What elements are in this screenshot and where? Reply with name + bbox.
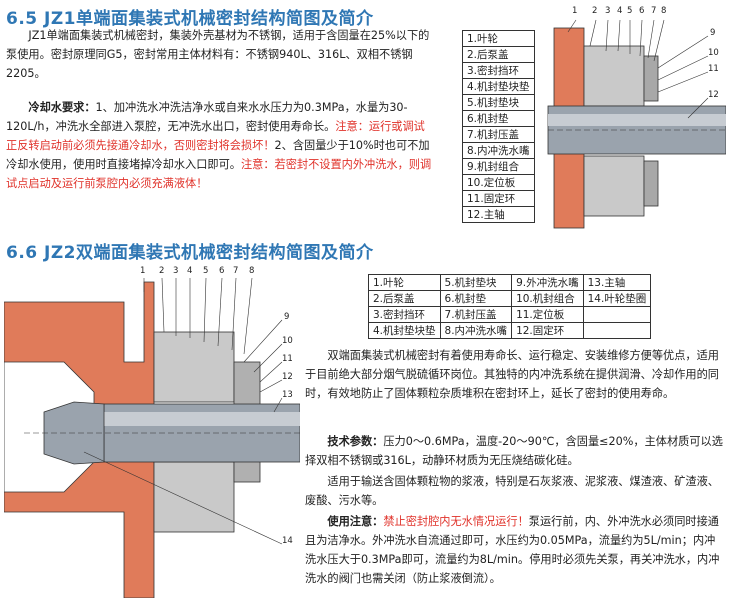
jz2-callout-14: 14: [282, 536, 293, 546]
cooling-warning-1: 注意：运行或调试正反转启动前必须先接通冷却水，否则密封将会损坏！: [6, 120, 425, 152]
jz1-callout-8: 8: [661, 6, 667, 16]
jz1-callout-4: 4: [617, 6, 623, 16]
jz2-callout-3: 3: [173, 266, 179, 276]
jz2-callout-8: 8: [249, 266, 255, 276]
jz2-legend-item: 6.机封垫: [439, 290, 513, 307]
jz2-legend-row: 2.后泵盖 6.机封垫 10.机封组合 14.叶轮垫圈: [368, 290, 652, 307]
jz2-legend-row: 1.叶轮 5.机封垫块 9.外冲洗水嘴 13.主轴: [368, 274, 652, 291]
jz1-callout-10: 10: [708, 48, 719, 58]
jz1-legend-item: 5.机封垫块: [462, 94, 535, 111]
jz1-diagram: [547, 19, 727, 229]
jz2-callout-7: 7: [233, 266, 239, 276]
usage-warning: 禁止密封腔内无水情况运行！: [383, 515, 529, 528]
jz2-legend-row: 3.密封挡环 7.机封压盖 11.定位板: [368, 306, 652, 323]
cooling-text-1: 1、加冲洗水冲洗洁净水或自来水水压力为0.3MPa，水量为30-120L/h，冲…: [6, 101, 408, 133]
jz1-callout-1: 1: [572, 6, 578, 16]
jz2-callout-1: 1: [140, 266, 146, 276]
jz2-legend-table: 1.叶轮 5.机封垫块 9.外冲洗水嘴 13.主轴 2.后泵盖 6.机封垫 10…: [368, 274, 652, 339]
jz2-legend-item: 13.主轴: [582, 274, 652, 291]
jz1-legend-table: 1.叶轮 2.后泵盖 3.密封挡环 4.机封垫块垫 5.机封垫块 6.机封垫 7…: [462, 30, 535, 223]
jz2-legend-item: 5.机封垫块: [439, 274, 513, 291]
jz1-callout-11: 11: [708, 64, 719, 74]
jz2-legend-item: 4.机封垫块垫: [368, 322, 441, 339]
usage-text: 泵运行前，内、外冲洗水必须同时接通且为洁净水。外冲洗水自流通过即可，水压约为0.…: [305, 515, 720, 585]
s66-application-paragraph: 适用于输送含固体颗粒物的浆液，特别是石灰浆液、泥浆液、煤渣液、矿渣液、废酸、污水…: [305, 475, 719, 507]
jz1-figure: 1 2 3 4 5 6 7 8 9 10 11 12 1.叶轮 2.后泵盖 3.…: [458, 6, 727, 238]
jz2-figure: 1 2 3 4 5 6 7 8 9 10 11 12 13 14: [3, 262, 301, 599]
s66-usage-paragraph: 使用注意：禁止密封腔内无水情况运行！泵运行前，内、外冲洗水必须同时接通且为洁净水…: [305, 512, 726, 588]
jz1-legend-item: 1.叶轮: [462, 30, 535, 47]
tech-text: 压力0～0.6MPa，温度-20～90℃，含固量≤20%，主体材质可以选择双相不…: [305, 435, 723, 467]
jz1-legend-item: 2.后泵盖: [462, 46, 535, 63]
s66-tech-paragraph: 技术参数：压力0～0.6MPa，温度-20～90℃，含固量≤20%，主体材质可以…: [305, 432, 726, 470]
s65-cooling-paragraph: 冷却水要求：1、加冲洗水冲洗洁净水或自来水水压力为0.3MPa，水量为30-12…: [6, 98, 436, 193]
jz1-callout-12: 12: [708, 90, 719, 100]
jz1-legend-item: 7.机封压盖: [462, 126, 535, 143]
jz1-callout-2: 2: [592, 6, 598, 16]
jz1-callout-3: 3: [605, 6, 611, 16]
jz1-callout-9: 9: [710, 28, 716, 38]
jz1-legend-item: 12.主轴: [462, 206, 535, 223]
jz2-legend-item: 9.外冲洗水嘴: [511, 274, 584, 291]
usage-label: 使用注意：: [327, 515, 384, 528]
jz2-legend-item: [582, 306, 652, 323]
jz2-callout-2: 2: [159, 266, 165, 276]
s66-intro-paragraph: 双端面集装式机械密封有着使用寿命长、运行稳定、安装维修方便等优点，适用于目前绝大…: [305, 349, 719, 400]
jz2-legend-item: 14.叶轮垫圈: [582, 290, 652, 307]
jz2-callout-5: 5: [203, 266, 209, 276]
cooling-warning-2: 注意：若密封不设置内外冲洗水，则调试点启动及运行前泵腔内必须充满液体！: [6, 158, 432, 190]
cooling-text-2: 2、含固量少于10%时也可不加冷却水使用，使用时直接堵掉冷却水入口即可。: [6, 139, 430, 171]
s65-intro-paragraph: JZ1单端面集装式机械密封，集装外壳基材为不锈钢，适用于含固量在25%以下的泵使…: [6, 29, 430, 80]
jz2-callout-6: 6: [219, 266, 225, 276]
section-6-5-title: 6.5 JZ1单端面集装式机械密封结构简图及简介: [6, 9, 374, 29]
jz1-legend-item: 3.密封挡环: [462, 62, 535, 79]
jz2-legend-item: 8.内冲洗水嘴: [439, 322, 513, 339]
jz2-callout-10: 10: [282, 336, 293, 346]
jz1-legend-item: 6.机封垫: [462, 110, 535, 127]
jz1-callout-5: 5: [627, 6, 633, 16]
jz1-legend-item: 4.机封垫块垫: [462, 78, 535, 95]
jz1-legend-item: 9.机封组合: [462, 158, 535, 175]
tech-label: 技术参数：: [327, 435, 384, 448]
jz2-callout-11: 11: [282, 354, 293, 364]
jz2-diagram: [3, 277, 301, 599]
jz2-callout-13: 13: [282, 390, 293, 400]
jz2-callout-4: 4: [187, 266, 193, 276]
jz2-legend-item: 12.固定环: [511, 322, 584, 339]
jz2-legend-item: 3.密封挡环: [368, 306, 441, 323]
jz2-legend-item: [582, 322, 652, 339]
jz1-legend-item: 11.固定环: [462, 190, 535, 207]
jz2-legend-row: 4.机封垫块垫 8.内冲洗水嘴 12.固定环: [368, 322, 652, 339]
jz1-legend-item: 10.定位板: [462, 174, 535, 191]
cooling-label: 冷却水要求：: [28, 101, 96, 114]
section-6-6-title: 6.6 JZ2双端面集装式机械密封结构简图及简介: [6, 243, 374, 263]
jz1-callout-7: 7: [651, 6, 657, 16]
jz2-legend-item: 2.后泵盖: [368, 290, 441, 307]
jz2-legend-item: 11.定位板: [511, 306, 584, 323]
jz1-callout-6: 6: [639, 6, 645, 16]
jz1-legend-item: 8.内冲洗水嘴: [462, 142, 535, 159]
jz2-callout-12: 12: [282, 372, 293, 382]
jz2-legend-item: 1.叶轮: [368, 274, 441, 291]
jz2-legend-item: 10.机封组合: [511, 290, 584, 307]
jz2-callout-9: 9: [284, 312, 290, 322]
jz2-legend-item: 7.机封压盖: [439, 306, 513, 323]
